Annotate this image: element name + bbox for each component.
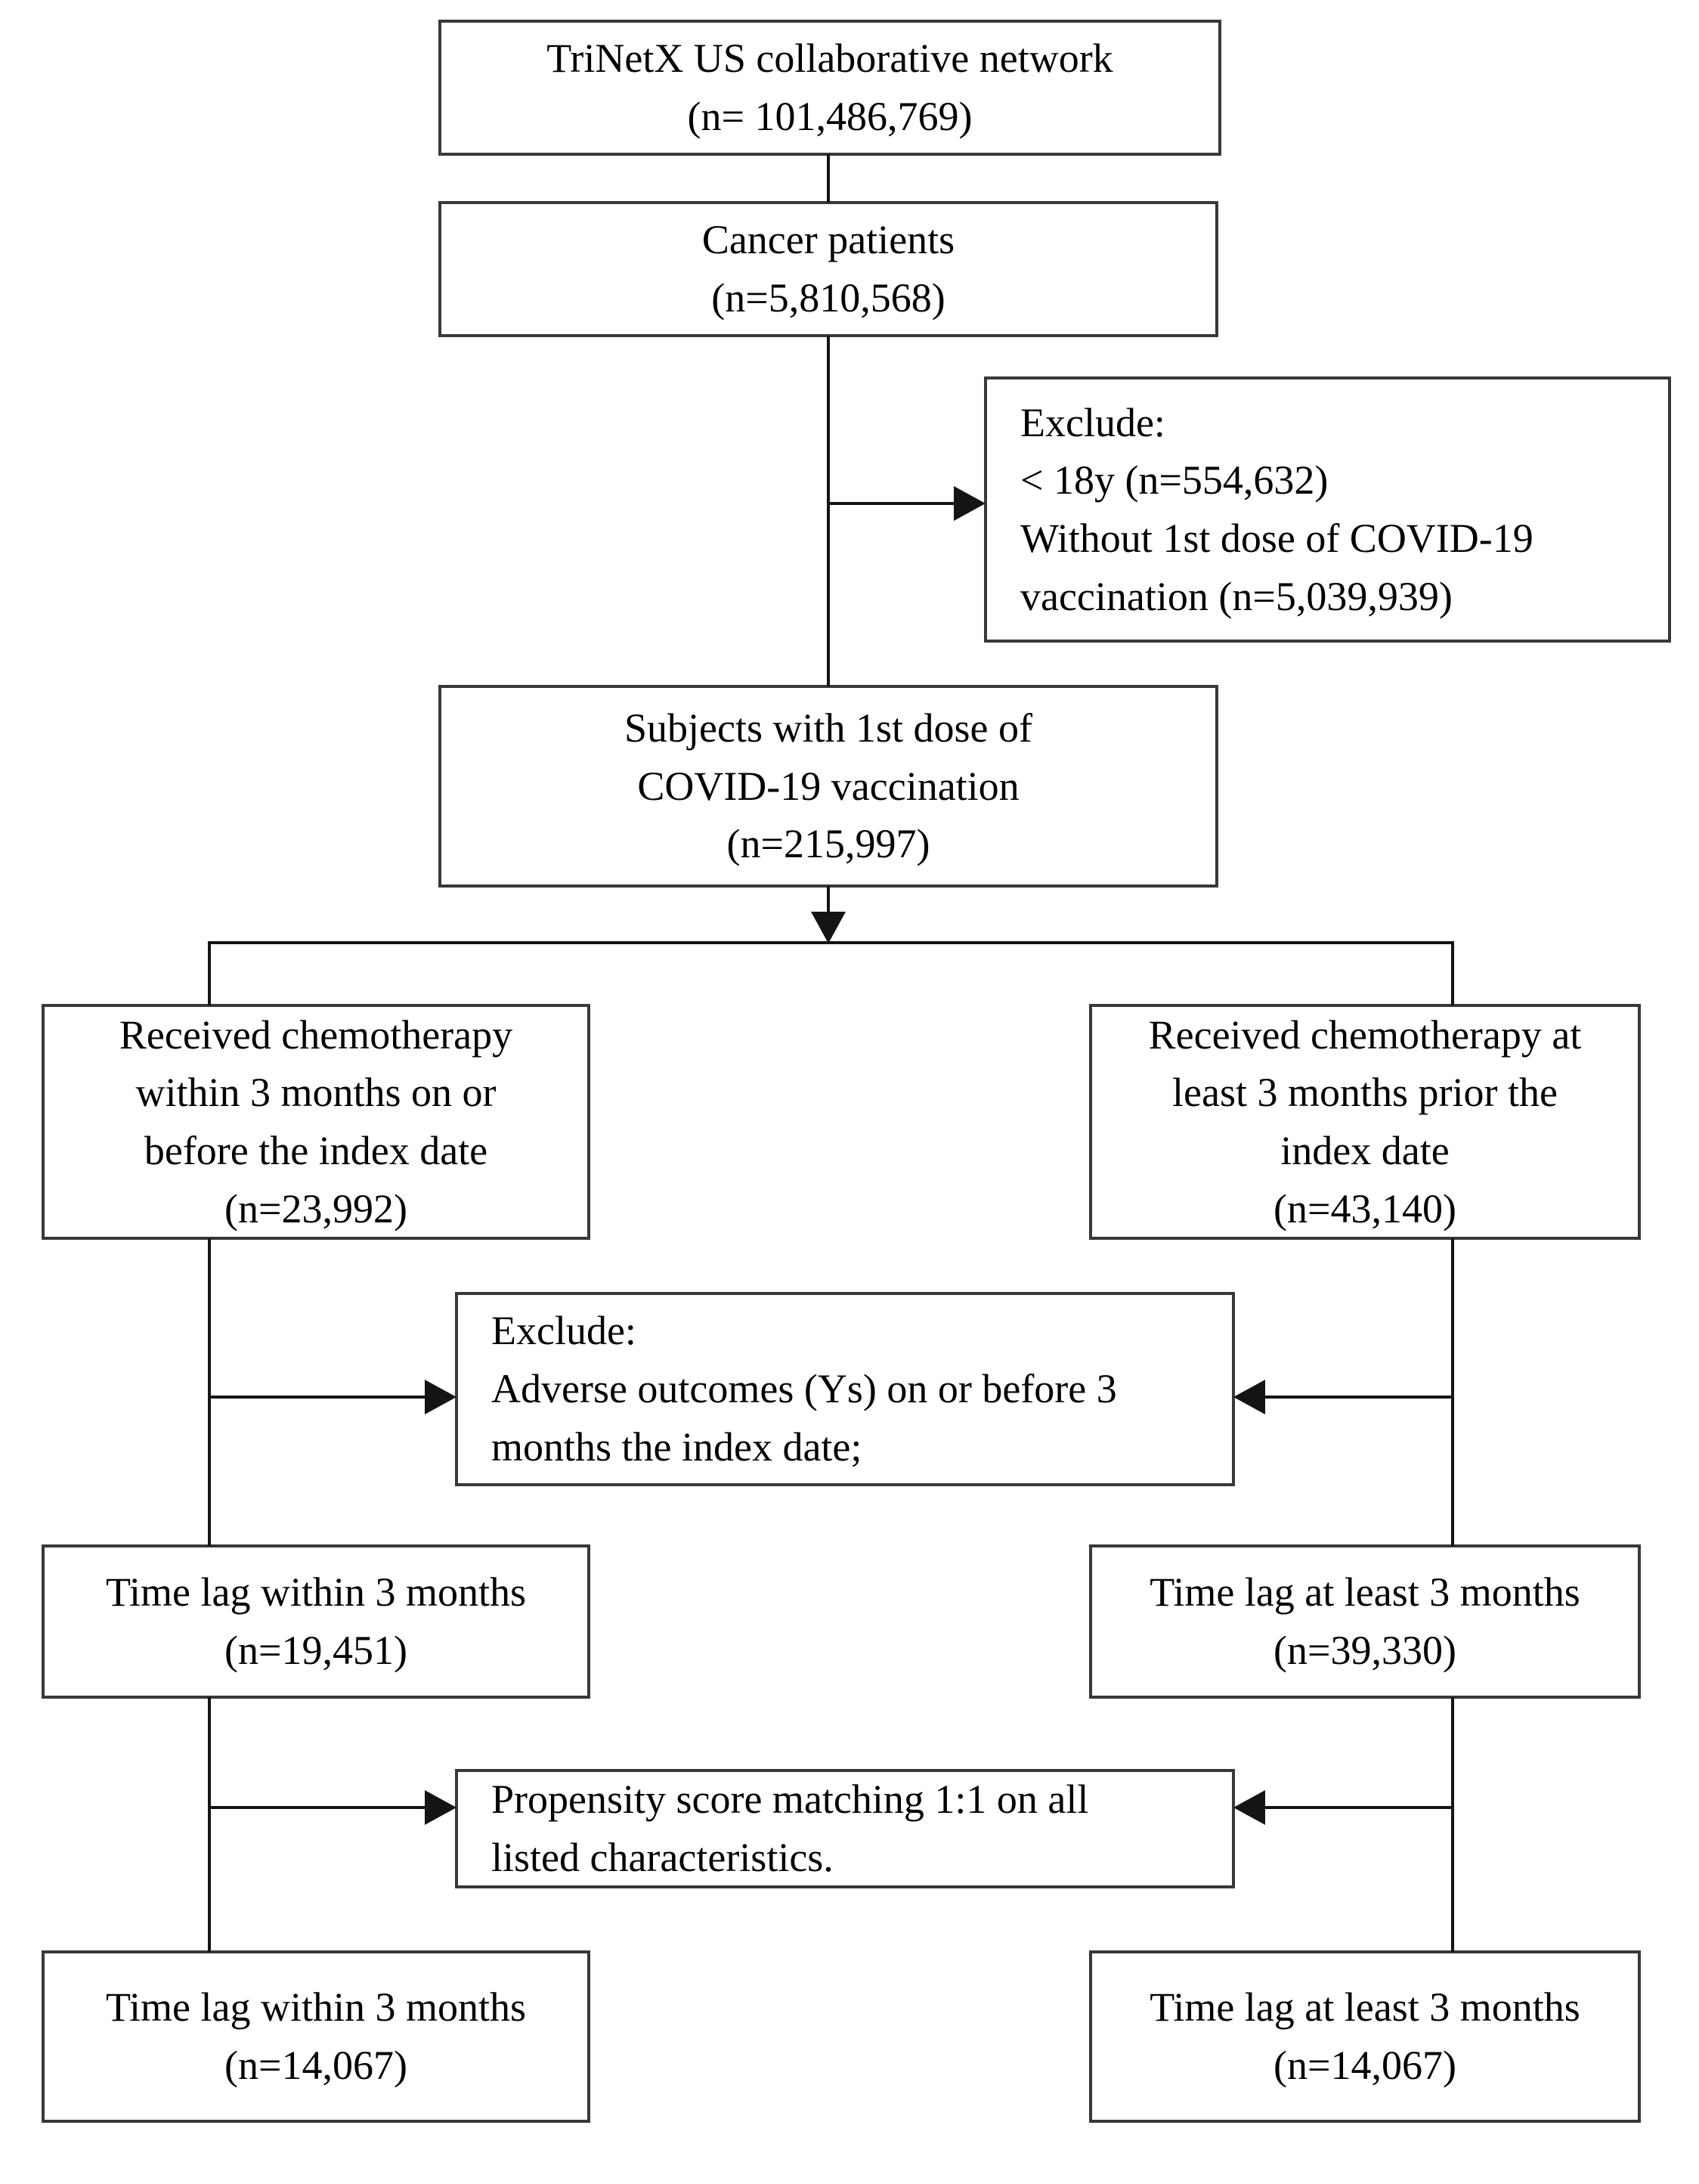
box-chemo-within-3-months: Received chemotherapy within 3 months on… [42,1004,590,1240]
text-line: before the index date [144,1128,488,1173]
text-line: COVID-19 vaccination [637,763,1020,809]
connector-split-horizontal [208,941,1454,944]
connector-left-branch-down [208,1238,211,1546]
box-cancer-patients: Cancer patients (n=5,810,568) [438,201,1218,337]
text-line: within 3 months on or [135,1070,497,1116]
text-line: Propensity score matching 1:1 on all [491,1777,1089,1823]
text-line: Time lag within 3 months [105,1569,527,1616]
text-line: (n=5,810,568) [711,275,945,321]
text-line: Cancer patients [701,217,955,263]
text-line: (n= 101,486,769) [687,94,973,139]
arrowhead-right-into-propensity [1233,1790,1265,1825]
text-line: Exclude: [491,1308,636,1354]
text-line: Subjects with 1st dose of [624,705,1032,751]
connector-split-to-right-branch [1451,941,1454,1005]
text-line: Time lag within 3 months [105,1984,527,2031]
connector-left-to-exclude2 [209,1396,426,1399]
connector-right-to-propensity [1264,1806,1453,1809]
text-line: Adverse outcomes (Ys) on or before 3 [491,1366,1117,1412]
text-line: TriNetX US collaborative network [546,36,1113,82]
connector-to-exclude1 [828,502,957,505]
text-line: months the index date; [491,1423,862,1470]
text-line: Time lag at least 3 months [1150,1569,1580,1616]
text-line: Received chemotherapy [119,1011,513,1058]
text-line: (n=23,992) [224,1185,407,1231]
arrowhead-right-into-exclude2 [1233,1380,1265,1414]
connector-split-to-left-branch [208,941,211,1005]
box-timelag-within-3m-pre-match: Time lag within 3 months (n=19,451) [42,1544,590,1699]
connector-trinetx-to-cancer [827,154,830,203]
text-line: vaccination (n=5,039,939) [1020,573,1453,619]
box-timelag-within-3m-matched: Time lag within 3 months (n=14,067) [42,1950,590,2123]
text-line: listed characteristics. [491,1835,834,1880]
box-timelag-atleast-3m-pre-match: Time lag at least 3 months (n=39,330) [1089,1544,1641,1699]
text-line: Without 1st dose of COVID-19 [1020,516,1533,561]
connector-right-tlpre-down [1451,1697,1454,1952]
connector-right-branch-down [1451,1238,1454,1546]
text-line: (n=19,451) [224,1628,407,1673]
text-line: (n=43,140) [1273,1185,1456,1231]
box-subjects-first-dose: Subjects with 1st dose of COVID-19 vacci… [438,685,1218,888]
text-line: least 3 months prior the [1172,1070,1558,1116]
text-line: (n=14,067) [1273,2043,1456,2088]
box-trinetx-network: TriNetX US collaborative network (n= 101… [438,20,1221,156]
text-line: (n=39,330) [1273,1628,1456,1673]
connector-left-to-propensity [209,1806,426,1809]
box-timelag-atleast-3m-matched: Time lag at least 3 months (n=14,067) [1089,1950,1641,2123]
text-line: Received chemotherapy at [1148,1011,1582,1058]
text-line: Exclude: [1020,399,1165,445]
box-exclude-under18-unvaccinated: Exclude: < 18y (n=554,632) Without 1st d… [984,376,1671,643]
box-propensity-score-matching: Propensity score matching 1:1 on all lis… [455,1769,1235,1888]
arrowhead-left-into-exclude2 [425,1380,456,1414]
text-line: index date [1280,1128,1450,1173]
box-exclude-adverse-outcomes: Exclude: Adverse outcomes (Ys) on or bef… [455,1292,1235,1486]
arrowhead-into-exclude1 [954,486,986,521]
text-line: (n=215,997) [726,821,930,867]
connector-cancer-to-subjects [827,336,830,686]
box-chemo-at-least-3-months: Received chemotherapy at least 3 months … [1089,1004,1641,1240]
connector-right-to-exclude2 [1264,1396,1453,1399]
connector-subjects-to-split [827,886,830,916]
arrowhead-left-into-propensity [425,1790,456,1825]
arrowhead-onto-split [811,912,846,943]
text-line: (n=14,067) [224,2043,407,2088]
text-line: Time lag at least 3 months [1150,1984,1580,2031]
text-line: < 18y (n=554,632) [1020,457,1329,503]
connector-left-tlpre-down [208,1697,211,1952]
